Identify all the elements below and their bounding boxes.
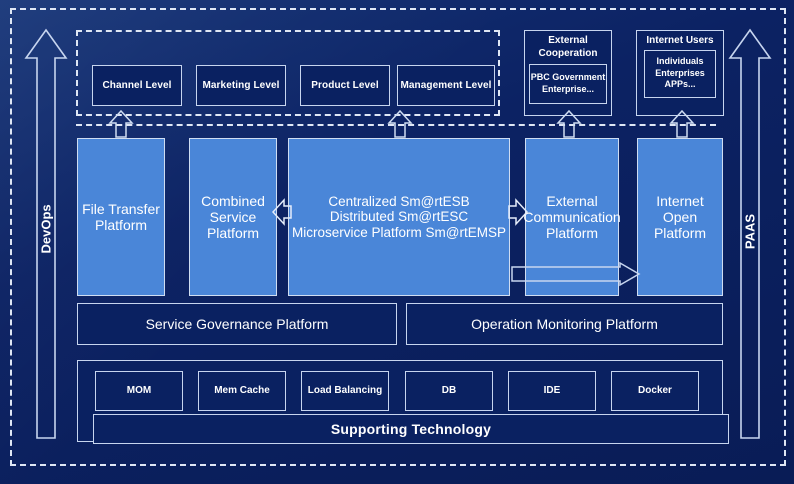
operation-monitoring-platform[interactable]: Operation Monitoring Platform — [406, 303, 723, 345]
internet-users-title: Internet Users — [646, 35, 714, 46]
level-box-management[interactable]: Management Level — [397, 65, 495, 106]
paas-arrow-label: PAAS — [742, 213, 758, 250]
outer-dashed-boundary — [10, 8, 786, 466]
paas-arrow: PAAS — [728, 28, 772, 440]
up-arrow-file-transfer — [108, 109, 134, 138]
level-label: Management Level — [400, 79, 492, 91]
external-cooperation-inner: PBC Government Enterprise... — [529, 64, 607, 104]
platform-label: Combined Service Platform — [201, 192, 265, 242]
platform-label-line-1: Centralized Sm@rtESB — [328, 193, 470, 209]
platform-label: External Communication Platform — [523, 192, 621, 242]
platform-internet-open[interactable]: Internet Open Platform — [637, 138, 723, 296]
tech-box-ide[interactable]: IDE — [508, 371, 596, 411]
tech-box-load-balancing[interactable]: Load Balancing — [301, 371, 389, 411]
tech-label: Docker — [638, 385, 672, 397]
tech-label: Load Balancing — [307, 385, 383, 397]
up-arrow-esb — [387, 109, 413, 138]
layer-divider-dashed — [76, 124, 716, 126]
level-label: Channel Level — [102, 79, 172, 91]
platform-label: Internet Open Platform — [653, 192, 707, 242]
supporting-technology-label: Supporting Technology — [330, 420, 492, 437]
internet-users-group[interactable]: Internet Users Individuals Enterprises A… — [636, 30, 724, 116]
business-levels-group — [76, 30, 500, 116]
level-label: Marketing Level — [202, 79, 280, 91]
level-box-product[interactable]: Product Level — [300, 65, 390, 106]
internet-users-inner: Individuals Enterprises APPs... — [644, 49, 716, 98]
tech-label: DB — [441, 385, 457, 397]
platform-label-line-3: Microservice Platform Sm@rtEMSP — [292, 224, 506, 240]
platform-label: File Transfer Platform — [82, 200, 160, 233]
devops-arrow: DevOps — [24, 28, 68, 440]
devops-arrow-shape — [24, 28, 68, 439]
tech-box-docker[interactable]: Docker — [611, 371, 699, 411]
level-box-marketing[interactable]: Marketing Level — [196, 65, 286, 106]
right-arrow-connector — [508, 197, 529, 227]
level-label: Product Level — [311, 79, 379, 91]
tech-box-mom[interactable]: MOM — [95, 371, 183, 411]
platform-label-line-2: Distributed Sm@rtESC — [329, 209, 469, 225]
tech-box-mem-cache[interactable]: Mem Cache — [198, 371, 286, 411]
service-governance-platform[interactable]: Service Governance Platform — [77, 303, 397, 345]
up-arrow-internet-open — [669, 109, 695, 138]
paas-arrow-shape — [728, 28, 772, 439]
tech-box-db[interactable]: DB — [405, 371, 493, 411]
tech-label: IDE — [543, 385, 561, 397]
governance-label: Service Governance Platform — [145, 315, 329, 332]
external-cooperation-title: External Cooperation — [538, 35, 598, 59]
tech-label: Mem Cache — [214, 385, 270, 397]
left-arrow-connector — [271, 197, 292, 227]
platform-external-communication[interactable]: External Communication Platform — [523, 138, 621, 296]
platform-combined-service[interactable]: Combined Service Platform — [189, 138, 277, 296]
tech-label: MOM — [126, 385, 152, 397]
long-right-arrow-connector — [511, 261, 641, 287]
up-arrow-external-communication — [556, 109, 582, 138]
platform-centralized-esb[interactable]: Centralized Sm@rtESB Distributed Sm@rtES… — [288, 138, 510, 296]
external-cooperation-group[interactable]: External Cooperation PBC Government Ente… — [524, 30, 612, 116]
platform-file-transfer[interactable]: File Transfer Platform — [77, 138, 165, 296]
level-box-channel[interactable]: Channel Level — [92, 65, 182, 106]
governance-label: Operation Monitoring Platform — [471, 315, 658, 332]
supporting-technology-bar[interactable]: Supporting Technology — [93, 414, 729, 444]
devops-arrow-label: DevOps — [38, 204, 54, 254]
